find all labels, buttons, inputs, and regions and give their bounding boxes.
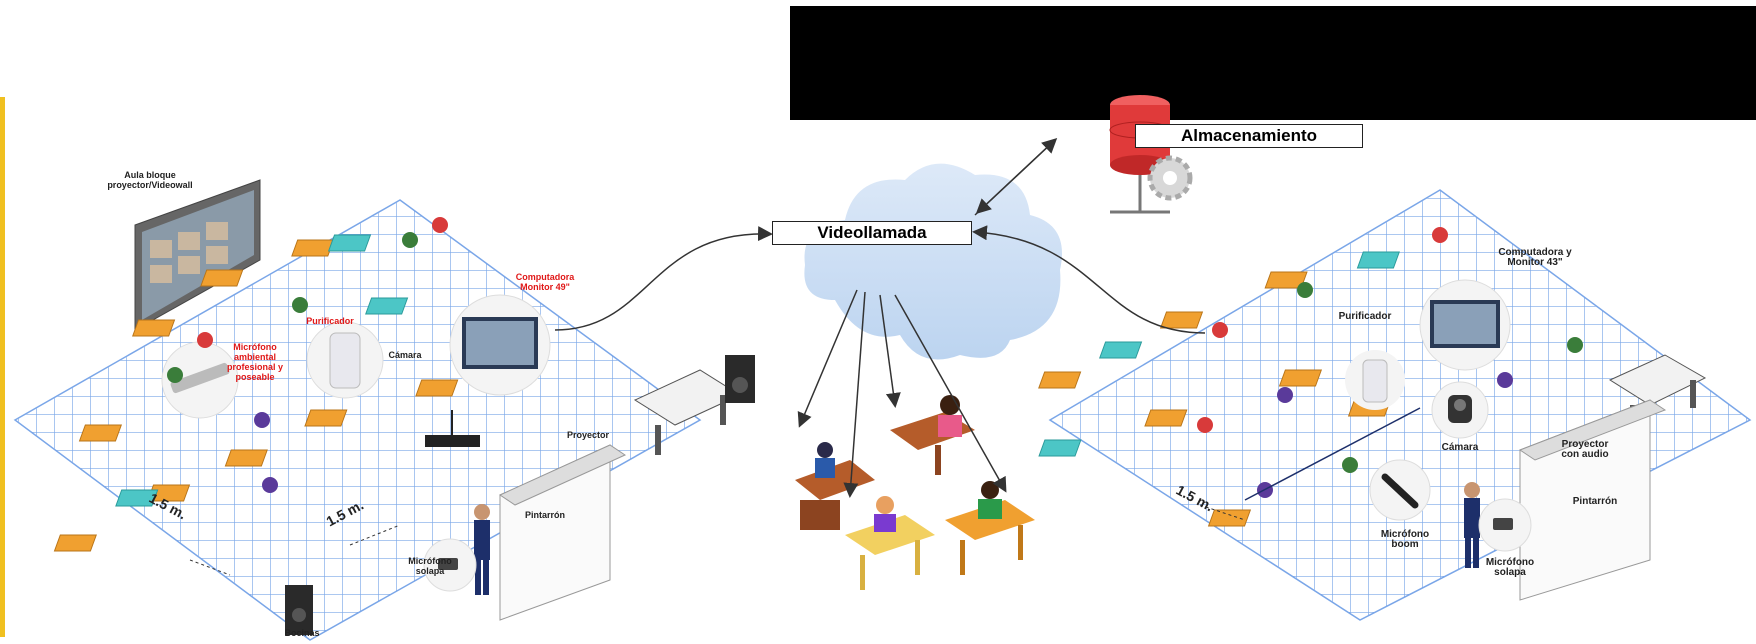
- right-whiteboard-icon: [1518, 399, 1667, 601]
- right-purifier-icon: [1345, 350, 1405, 410]
- left-desks: [53, 217, 459, 552]
- right-dimension-line: [1199, 504, 1246, 521]
- microphone-callout-icon: [161, 341, 239, 419]
- connectors: [554, 137, 1206, 498]
- right-lapel-mic-label: Micrófono solapa: [1485, 557, 1535, 578]
- right-purifier-label: Purificador: [1338, 311, 1392, 322]
- purifier-callout-icon: [306, 321, 384, 399]
- left-projector-label: Proyector: [566, 430, 610, 440]
- dimension-line: [349, 524, 401, 546]
- left-whiteboard-label: Pintarrón: [524, 510, 565, 520]
- cloud-icon: [804, 163, 1062, 360]
- left-camera-label: Cámara: [388, 350, 422, 360]
- speaker-icon: [725, 355, 755, 403]
- left-computer-label: Computadora Monitor 49": [515, 272, 575, 292]
- projector-icon: [425, 410, 480, 447]
- yellow-accent-bar: [0, 97, 5, 637]
- redacted-banner: [790, 6, 1756, 120]
- almacenamiento-label: Almacenamiento: [1135, 124, 1363, 148]
- gear-icon: [1147, 155, 1193, 201]
- right-projector-label: Proyector con audio: [1561, 439, 1609, 460]
- dimension-line: [189, 559, 231, 576]
- right-computer-label: Computadora y Monitor 43": [1498, 247, 1572, 268]
- left-lapel-mic-label: Micrófono solapa: [408, 556, 452, 576]
- left-purifier-label: Purificador: [306, 316, 354, 326]
- boom-mic-label: Micrófono boom: [1380, 529, 1430, 550]
- right-camera-label: Cámara: [1441, 442, 1479, 453]
- videowall-icon: [134, 179, 261, 331]
- speakers-label: Bocinas: [284, 628, 320, 638]
- left-ambient-mic-label: Micrófono ambiental profesional y poseab…: [226, 342, 283, 382]
- videollamada-label: Videollamada: [772, 221, 972, 245]
- boom-mic-callout-icon: [1369, 459, 1431, 521]
- right-camera-callout-icon: [1431, 381, 1489, 439]
- right-lapel-mic-callout-icon: [1478, 498, 1532, 552]
- whiteboard-icon: [498, 444, 627, 621]
- teacher-icon: [474, 504, 490, 595]
- lapel-mic-callout-icon: [423, 538, 477, 592]
- speaker-bottom-icon: [285, 585, 313, 635]
- right-teacher-icon: [1464, 482, 1480, 568]
- aula-label: Aula bloque proyector/Videowall: [107, 170, 193, 190]
- right-whiteboard-label: Pintarrón: [1572, 496, 1618, 507]
- remote-users-icons: [795, 395, 1035, 590]
- right-monitor-callout-icon: [1419, 279, 1511, 371]
- monitor-callout-icon: [449, 294, 551, 396]
- camera-pointer-line: [1244, 407, 1421, 501]
